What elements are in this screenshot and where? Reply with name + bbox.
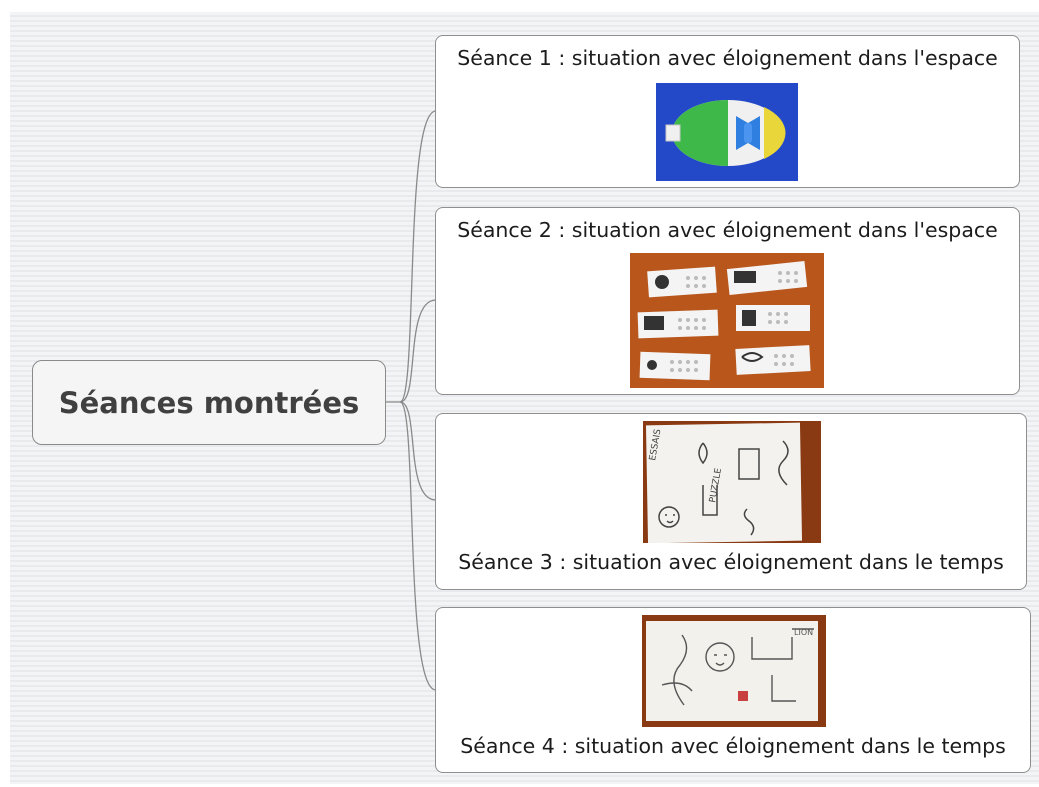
topic-seance-2-label: Séance 2 : situation avec éloignement da… (457, 218, 998, 242)
central-topic[interactable]: Séances montrées (32, 360, 386, 445)
topic-seance-1-label: Séance 1 : situation avec éloignement da… (457, 46, 998, 70)
topic-seance-1[interactable]: Séance 1 : situation avec éloignement da… (435, 35, 1020, 188)
topic-seance-2[interactable]: Séance 2 : situation avec éloignement da… (435, 207, 1020, 395)
puzzle-piece-photo (656, 83, 798, 181)
svg-text:LION: LION (794, 628, 813, 637)
child-drawing-photo-4: LION (642, 615, 826, 727)
child-drawing-photo-3: PUZZLE ESSAIS (643, 421, 821, 543)
central-topic-label: Séances montrées (58, 385, 360, 420)
topic-seance-4[interactable]: LION Séance 4 : situation avec éloigneme… (435, 607, 1031, 773)
topic-seance-3-label: Séance 3 : situation avec éloignement da… (458, 550, 1004, 574)
topic-seance-4-label: Séance 4 : situation avec éloignement da… (460, 734, 1006, 758)
topic-seance-3[interactable]: PUZZLE ESSAIS Séance 3 : situation avec … (435, 413, 1027, 590)
picture-cards-photo (630, 253, 824, 388)
